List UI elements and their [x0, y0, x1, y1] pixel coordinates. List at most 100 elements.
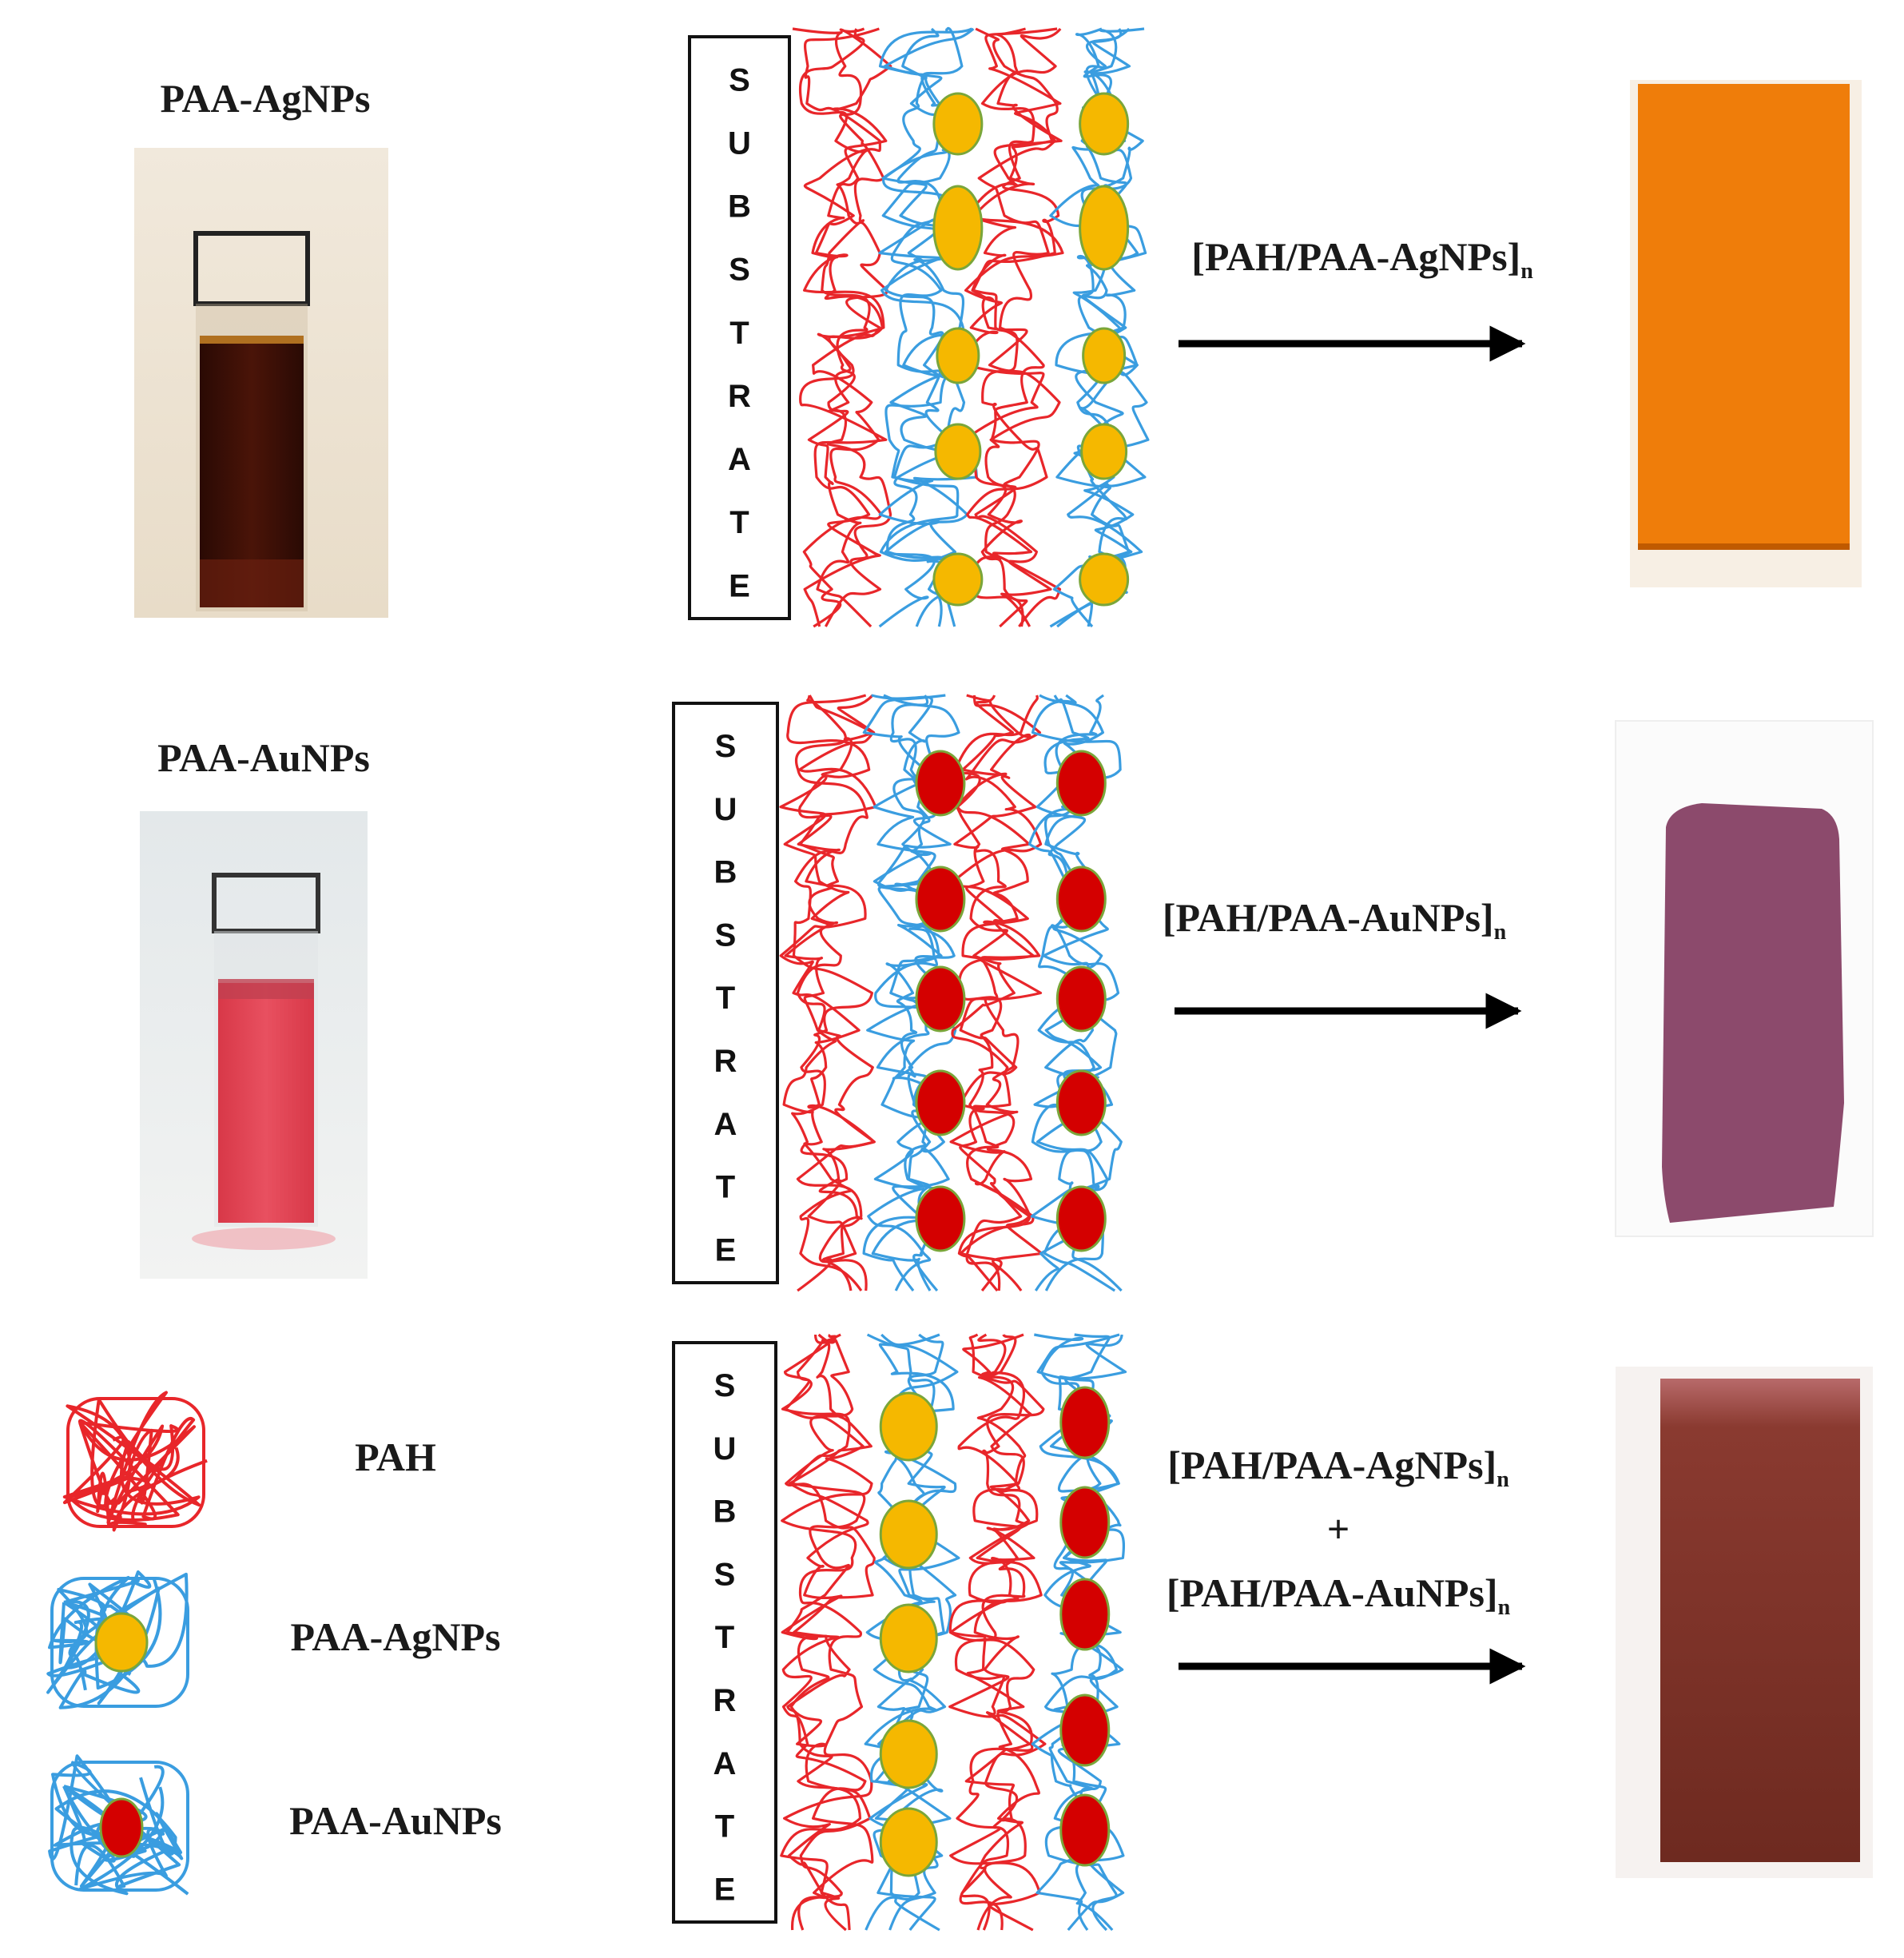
silver-nanoparticle — [879, 1719, 938, 1789]
film-photo-ag — [1630, 80, 1862, 587]
pah-chain — [781, 1333, 873, 1932]
silver-nanoparticle — [1082, 327, 1127, 384]
substrate-letter: E — [729, 568, 750, 603]
paa-chain — [878, 27, 975, 627]
gold-nanoparticle — [915, 866, 966, 933]
substrate-letter: R — [728, 379, 751, 414]
substrate-letter: R — [714, 1044, 737, 1079]
multilayer-mixed — [780, 1333, 1127, 1932]
pah-chain — [798, 28, 888, 628]
process-text: [PAH/PAA-AgNPs]n — [1167, 1443, 1509, 1492]
silver-nanoparticle — [1079, 92, 1130, 156]
substrate-letter: S — [714, 1557, 736, 1592]
plus-sign: + — [1327, 1506, 1350, 1551]
paa-chain — [867, 694, 956, 1291]
gold-nanoparticle — [1055, 1185, 1107, 1252]
substrate-letter: S — [729, 253, 750, 288]
silver-nanoparticle — [1079, 185, 1130, 271]
silver-nanoparticle — [879, 1499, 938, 1570]
substrate-box — [688, 35, 791, 620]
process-text: [PAH/PAA-AuNPs]n — [1167, 1570, 1511, 1620]
substrate-letter: T — [715, 1809, 734, 1845]
cuvette-photo — [134, 148, 388, 618]
pah-chain — [779, 694, 877, 1291]
pah-chain — [792, 27, 885, 628]
substrate-letter: T — [729, 316, 749, 351]
gold-nanoparticle — [915, 965, 966, 1033]
pah-chain — [949, 1333, 1041, 1932]
multilayer-au — [779, 694, 1123, 1292]
pah-chain — [967, 27, 1063, 627]
film-photo-mixed — [1616, 1367, 1873, 1878]
legend-silver-nanoparticle — [94, 1612, 149, 1673]
gold-nanoparticle — [915, 1185, 966, 1252]
gold-nanoparticle — [1055, 965, 1107, 1033]
silver-nanoparticle — [936, 327, 980, 384]
pah-chain — [799, 27, 892, 627]
process-text: [PAH/PAA-AgNPs]n — [1191, 234, 1533, 284]
substrate-letter: B — [714, 855, 737, 890]
legend-icon-au — [48, 1754, 189, 1896]
solution-title: PAA-AgNPs — [161, 76, 371, 121]
pah-chain — [948, 1333, 1045, 1931]
film-photo-au — [1615, 720, 1874, 1237]
legend-icon-pah — [62, 1391, 208, 1532]
substrate-letter: A — [728, 442, 751, 477]
gold-nanoparticle — [1059, 1693, 1111, 1767]
substrate-letter: S — [715, 917, 737, 953]
substrate-letter: T — [729, 505, 749, 540]
gold-nanoparticle — [1059, 1486, 1111, 1559]
pah-chain — [963, 27, 1064, 628]
multilayer-ag — [792, 26, 1150, 628]
substrate-letter: S — [729, 62, 750, 98]
legend-icon-ag — [46, 1570, 189, 1709]
substrate-letter: T — [716, 1170, 735, 1205]
solution-title: PAA-AuNPs — [157, 735, 370, 780]
silver-nanoparticle — [934, 423, 982, 480]
substrate-box — [672, 1341, 777, 1924]
legend-label: PAA-AuNPs — [289, 1798, 502, 1843]
legend-gold-nanoparticle — [99, 1797, 144, 1858]
process-text: [PAH/PAA-AuNPs]n — [1163, 895, 1507, 945]
process-label: [PAH/PAA-AuNPs]n — [1163, 895, 1507, 945]
pah-chain — [952, 694, 1043, 1292]
gold-nanoparticle — [915, 750, 966, 817]
pah-chain — [951, 694, 1043, 1291]
pah-chain — [781, 1333, 876, 1931]
gold-nanoparticle — [1059, 1793, 1111, 1867]
silver-nanoparticle — [1079, 552, 1130, 607]
silver-nanoparticle — [879, 1603, 938, 1673]
gold-nanoparticle — [915, 1069, 966, 1136]
film-ag — [1638, 84, 1850, 547]
substrate-box — [672, 702, 779, 1284]
substrate-letter: B — [714, 1494, 737, 1530]
subscript-n: n — [1520, 259, 1533, 284]
silver-nanoparticle — [932, 552, 984, 607]
subscript-n: n — [1498, 1595, 1511, 1620]
substrate-letter: B — [728, 189, 751, 225]
substrate-letter: T — [715, 1620, 734, 1655]
pah-chain — [779, 694, 876, 1291]
gold-nanoparticle — [1059, 1386, 1111, 1459]
substrate-letter: T — [716, 981, 735, 1016]
film-mixed — [1660, 1379, 1860, 1862]
gold-nanoparticle — [1055, 750, 1107, 817]
process-label: [PAH/PAA-AgNPs]n + [PAH/PAA-AuNPs]n — [1167, 1443, 1511, 1620]
gold-nanoparticle — [1055, 1069, 1107, 1136]
legend-label: PAA-AgNPs — [291, 1614, 501, 1659]
pah-chain — [791, 694, 873, 1292]
substrate-letter: E — [715, 1232, 737, 1268]
cuvette-photo — [140, 811, 368, 1279]
process-label: [PAH/PAA-AgNPs]n — [1191, 234, 1533, 284]
silver-nanoparticle — [932, 92, 984, 156]
substrate-letter: S — [714, 1368, 736, 1403]
substrate-letter: E — [714, 1872, 736, 1907]
legend-label: PAH — [355, 1435, 436, 1479]
